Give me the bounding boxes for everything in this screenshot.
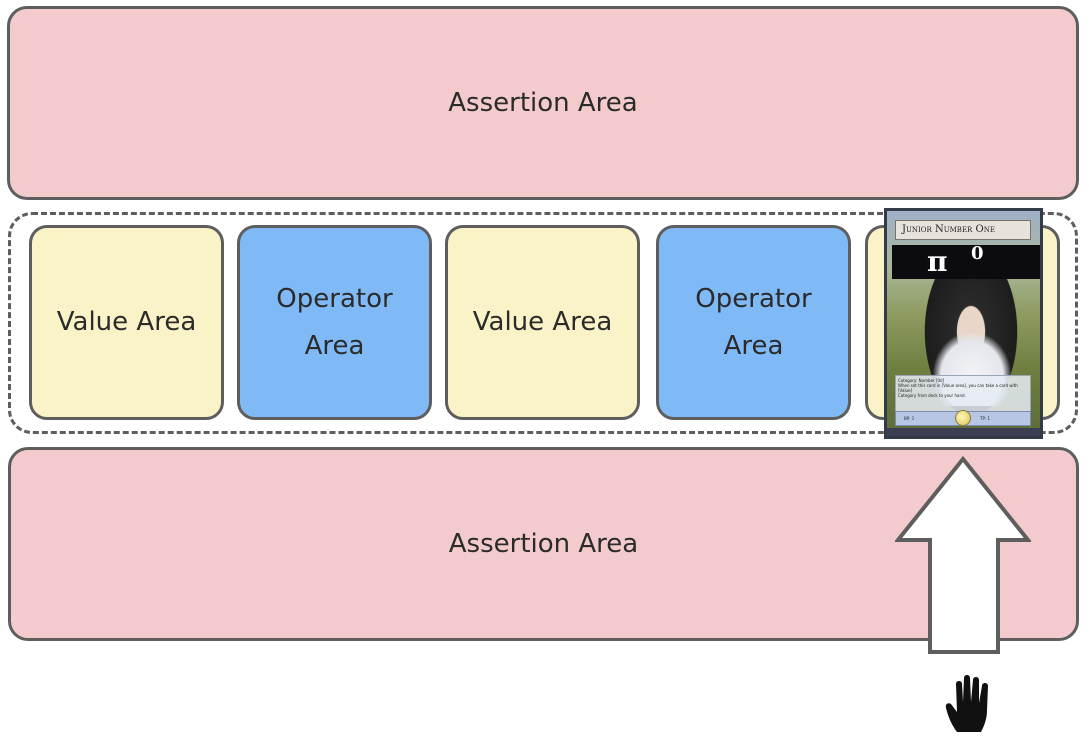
operator-area-1[interactable]: Operator Area — [237, 225, 432, 420]
value-area-2-label: Value Area — [472, 307, 613, 337]
card-text-line-3: Category from deck to your hand. — [898, 393, 966, 398]
expression-row — [8, 212, 1078, 434]
card-symbol-band — [892, 245, 1040, 279]
assertion-area-bottom-label: Assertion Area — [448, 529, 639, 559]
assertion-area-bottom[interactable]: Assertion Area — [8, 447, 1079, 641]
hand-icon — [945, 675, 988, 732]
value-area-2[interactable]: Value Area — [445, 225, 640, 420]
up-arrow-icon — [895, 456, 1031, 654]
assertion-area-top[interactable]: Assertion Area — [7, 6, 1079, 200]
assertion-area-top-label: Assertion Area — [448, 88, 638, 118]
value-area-1[interactable]: Value Area — [29, 225, 224, 420]
operator-area-1-label-line2: Area — [304, 330, 365, 361]
number-card[interactable]: Junior Number One π 0 Category: Number [… — [884, 208, 1043, 439]
card-text-line-1: Category: Number [0d] — [898, 378, 945, 383]
card-exponent: 0 — [971, 243, 984, 264]
operator-area-2[interactable]: Operator Area — [656, 225, 851, 420]
card-text-box: Category: Number [0d] When set this card… — [895, 375, 1031, 415]
value-area-1-label: Value Area — [56, 307, 197, 337]
operator-area-2-label-line2: Area — [723, 330, 784, 361]
operator-area-1-label-line1: Operator — [276, 283, 393, 314]
card-tp: TP: 1 — [980, 416, 991, 421]
card-name: Junior Number One — [895, 220, 1031, 240]
card-symbol: π — [927, 245, 948, 278]
card-bottom-frame — [887, 428, 1040, 436]
card-text-line-2: When set this card in [Value area], you … — [898, 383, 1018, 393]
card-coin-icon — [955, 410, 971, 426]
operator-area-2-label-line1: Operator — [695, 283, 812, 314]
card-bp: BP: 1 — [904, 416, 915, 421]
